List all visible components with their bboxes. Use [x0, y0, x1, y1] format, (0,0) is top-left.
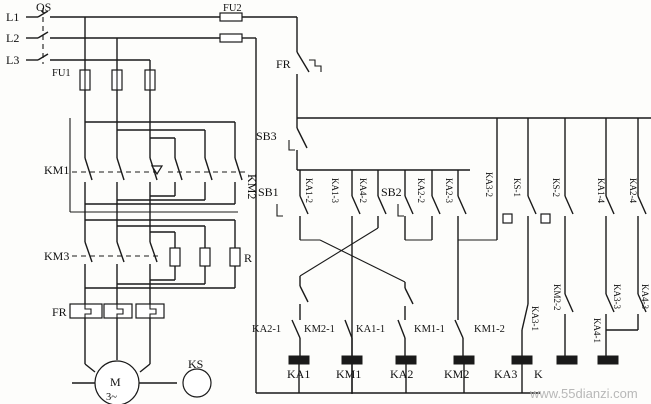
contact-label: KS-2: [551, 178, 561, 197]
line-l2-label: L2: [6, 31, 19, 45]
contact-label: KS-1: [512, 178, 522, 197]
km2-label: KM2: [245, 174, 259, 199]
sb3-label: SB3: [256, 129, 277, 143]
speed-relay-symbol: [182, 368, 212, 398]
fu2-label: FU2: [223, 3, 242, 14]
contact-label: KA2-3: [444, 178, 454, 203]
contact-label: KM1-1: [414, 324, 445, 335]
coil-label: KA3: [494, 367, 517, 381]
contact-label: KA1-2: [304, 178, 314, 203]
contact-label: KA2-1: [252, 324, 281, 335]
motor-label: M: [110, 375, 121, 389]
coil-label: K: [534, 367, 543, 381]
fr-power-label: FR: [52, 305, 67, 319]
coil-label: KM1: [336, 367, 361, 381]
r-label: R: [244, 251, 252, 265]
motor-sub-label: 3~: [106, 392, 117, 403]
coil-label: KA2: [390, 367, 413, 381]
contact-label: KM2-1: [304, 324, 335, 335]
contact-label: KM1-2: [474, 324, 505, 335]
contact-label: KA1-4: [596, 178, 606, 203]
sb1-label: SB1: [258, 185, 279, 199]
contact-label: KA4-2: [358, 178, 368, 203]
qs-label: QS: [36, 0, 51, 14]
power-circuit: [26, 8, 297, 404]
contact-label: KA3-2: [484, 172, 494, 197]
km3-label: KM3: [44, 249, 69, 263]
contact-label: KA4-1: [592, 318, 602, 343]
coil-label: KM2: [444, 367, 469, 381]
coil-label: KA1: [287, 367, 310, 381]
sb2-label: SB2: [381, 185, 402, 199]
contact-label: KA2-2: [416, 178, 426, 203]
line-l3-label: L3: [6, 53, 19, 67]
contact-label: KA1-3: [330, 178, 340, 203]
contact-label: KA3-3: [612, 284, 622, 309]
contact-label: KA1-1: [356, 324, 385, 335]
ks-label: KS: [188, 357, 203, 371]
fr-control-label: FR: [276, 57, 291, 71]
labels: L1 L2 L3 QS FU1 FU2 KM1 KM2 KM3 R FR M 3…: [6, 0, 650, 403]
contact-label: KA4-3: [640, 284, 650, 309]
control-circuit: [256, 17, 651, 394]
contact-label: KA3-1: [530, 306, 540, 331]
contact-label: KM2-2: [552, 284, 562, 311]
line-l1-label: L1: [6, 10, 19, 24]
km1-label: KM1: [44, 163, 69, 177]
watermark-text: www.55dianzi.com: [529, 386, 638, 401]
contact-label: KA2-4: [628, 178, 638, 203]
fu1-label: FU1: [52, 68, 71, 79]
